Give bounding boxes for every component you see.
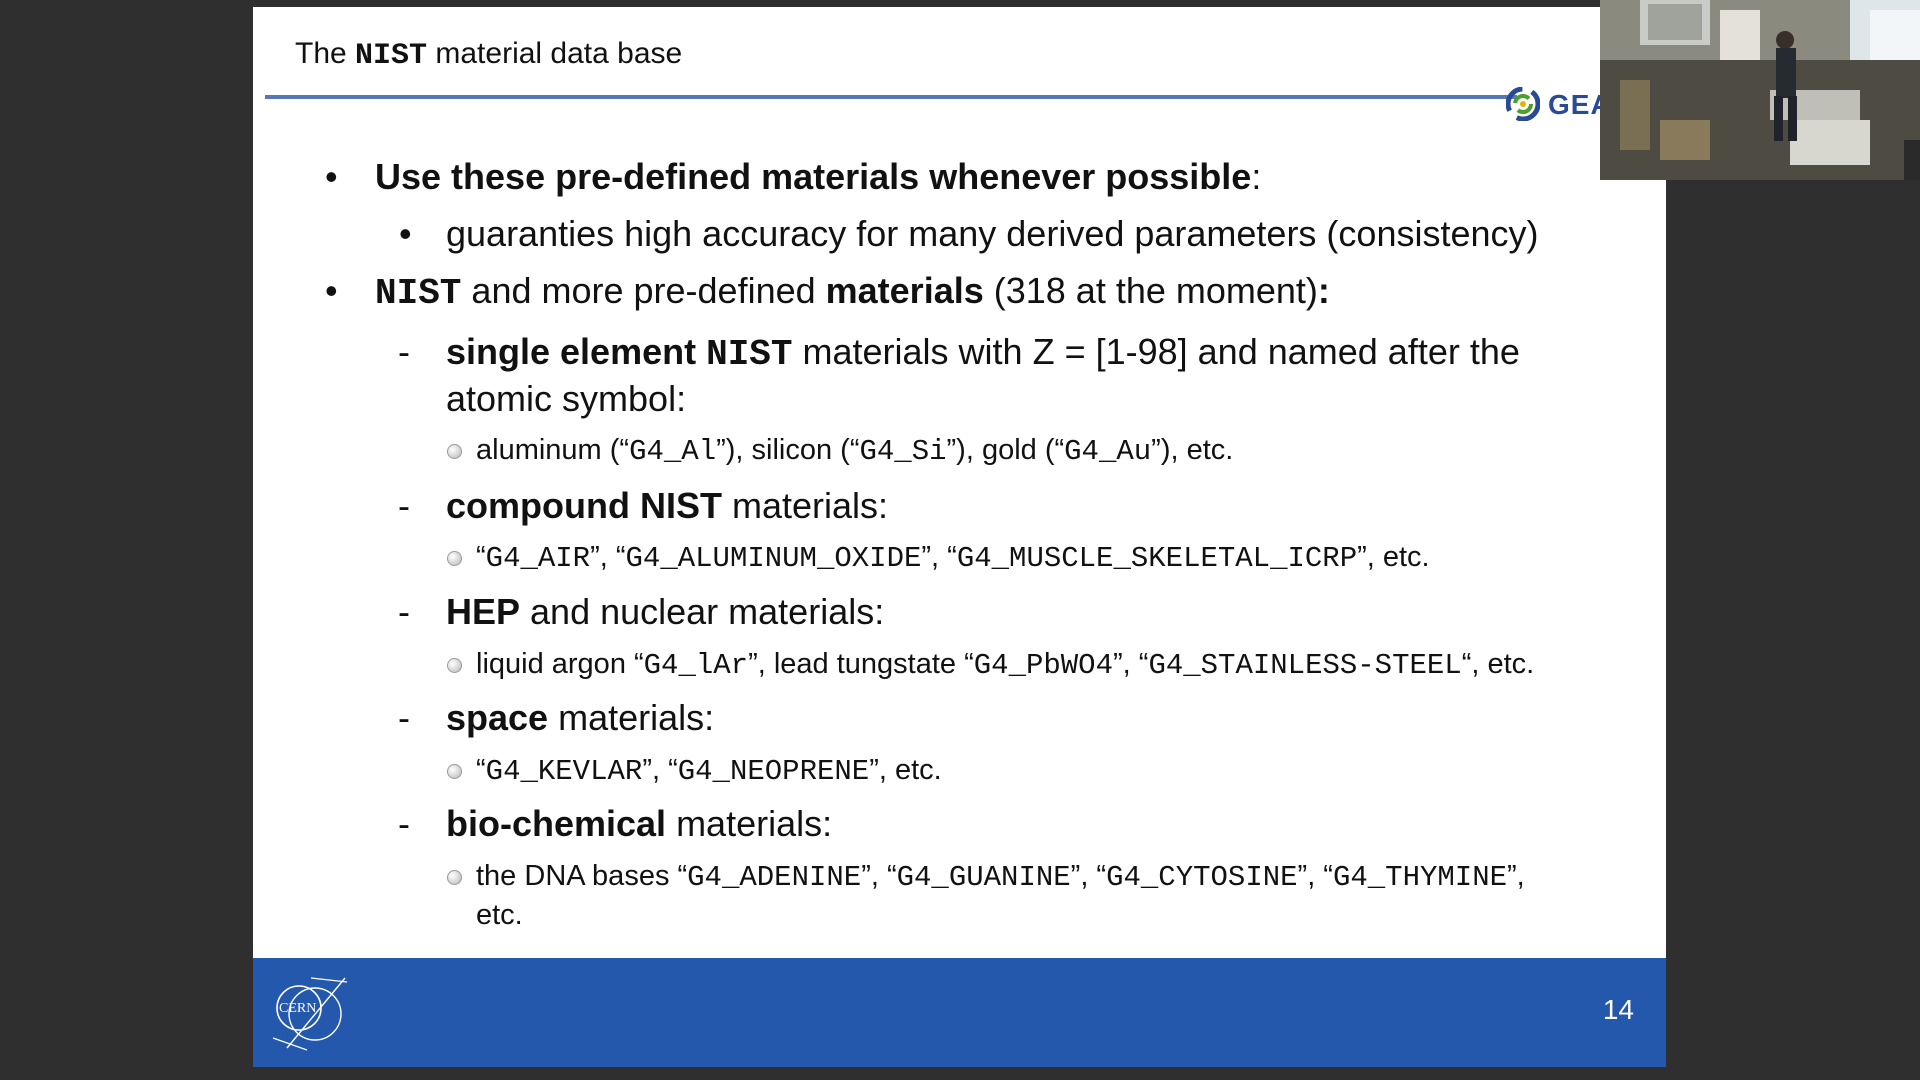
group-5-rest: materials:	[666, 803, 833, 844]
code-part: G4_CYTOSINE	[1106, 861, 1298, 894]
slide-title: The NIST material data base	[295, 37, 682, 73]
group-5-examples: the DNA bases “G4_ADENINE”, “G4_GUANINE”…	[476, 854, 1525, 900]
code-part: G4_Al	[629, 435, 717, 468]
bullet-2-nist: NIST	[375, 273, 462, 314]
circle-bullet-icon	[447, 444, 462, 459]
bullet-1-tail: :	[1251, 156, 1262, 197]
slide-body: • Use these pre-defined materials whenev…	[253, 7, 1666, 1067]
cern-logo-text: CERN	[279, 1001, 316, 1016]
text-part: ”), gold (“	[946, 434, 1065, 466]
bullet-2-tail: (318 at the moment)	[983, 270, 1318, 311]
circle-bullet-icon	[447, 764, 462, 779]
text-part: ”, “	[590, 541, 626, 573]
text-part: ”, “	[642, 754, 678, 786]
dash-marker: -	[398, 485, 410, 526]
group-2-examples: “G4_AIR”, “G4_ALUMINUM_OXIDE”, “G4_MUSCL…	[476, 535, 1430, 581]
bullet-2-colon: :	[1317, 270, 1330, 311]
group-4-examples: “G4_KEVLAR”, “G4_NEOPRENE”, etc.	[476, 748, 942, 794]
text-part: ”, etc.	[1357, 541, 1430, 573]
text-part: ”), etc.	[1151, 434, 1234, 466]
bullet-marker: •	[325, 156, 338, 197]
geant4-swirl-icon	[1506, 87, 1540, 121]
group-2-bold: compound NIST	[446, 485, 722, 526]
text-part: ”, etc.	[869, 754, 942, 786]
code-part: G4_STAINLESS-STEEL	[1148, 649, 1462, 682]
group-1-examples: aluminum (“G4_Al”), silicon (“G4_Si”), g…	[476, 428, 1233, 474]
cern-logo-icon: CERN	[272, 977, 347, 1051]
code-part: G4_THYMINE	[1332, 861, 1507, 894]
group-space: space materials:	[446, 696, 714, 740]
dash-marker: -	[398, 331, 410, 372]
group-5-bold: bio-chemical	[446, 803, 667, 844]
group-single-element: single element NIST materials with Z = […	[446, 330, 1520, 377]
dash-marker: -	[398, 803, 410, 844]
text-part: ”, “	[1113, 648, 1149, 680]
code-part: G4_NEOPRENE	[677, 755, 870, 788]
bullet-2: NIST and more pre-defined materials (318…	[375, 269, 1330, 316]
text-part: “	[476, 754, 486, 786]
text-part: ”, “	[921, 541, 957, 573]
code-part: G4_ALUMINUM_OXIDE	[625, 542, 922, 575]
circle-bullet-icon	[447, 658, 462, 673]
code-part: G4_PbWO4	[973, 649, 1113, 682]
bullet-1-bold: Use these pre-defined materials whenever…	[375, 156, 1252, 197]
text-part: “	[476, 541, 486, 573]
title-divider	[265, 95, 1517, 99]
slide-title-text-end: material data base	[427, 37, 683, 70]
bullet-2-bold: materials	[825, 270, 984, 311]
sub-bullet-marker: •	[399, 213, 412, 254]
bullet-marker: •	[325, 270, 338, 311]
group-1-nist: NIST	[706, 334, 793, 375]
dash-marker: -	[398, 697, 410, 738]
presenter-video-image	[1600, 0, 1920, 180]
group-5-examples-line2: etc.	[476, 899, 523, 931]
group-1-rest: materials with Z = [1-98] and named afte…	[792, 331, 1520, 372]
text-part: aluminum (“	[476, 434, 630, 466]
code-part: G4_Au	[1064, 435, 1152, 468]
code-part: G4_Si	[859, 435, 947, 468]
code-part: G4_lAr	[643, 649, 749, 682]
group-1-rest-line2: atomic symbol:	[446, 378, 687, 419]
page-number: 14	[1602, 994, 1634, 1025]
code-part: G4_KEVLAR	[485, 755, 643, 788]
group-hep: HEP and nuclear materials:	[446, 590, 884, 634]
code-part: G4_AIR	[485, 542, 591, 575]
circle-bullet-icon	[447, 870, 462, 885]
text-part: ”,	[1507, 860, 1525, 892]
code-part: G4_GUANINE	[896, 861, 1071, 894]
slide-title-text: The	[295, 37, 356, 70]
code-part: G4_MUSCLE_SKELETAL_ICRP	[956, 542, 1358, 575]
text-part: ”, “	[1070, 860, 1107, 892]
dash-marker: -	[398, 591, 410, 632]
bullet-1: Use these pre-defined materials whenever…	[375, 155, 1261, 199]
text-part: ”, “	[861, 860, 897, 892]
group-1-bold: single element	[446, 331, 707, 372]
group-compound: compound NIST materials:	[446, 484, 888, 528]
circle-bullet-icon	[447, 551, 462, 566]
text-part: ”), silicon (“	[716, 434, 860, 466]
group-4-rest: materials:	[548, 697, 715, 738]
text-part: the DNA bases “	[476, 860, 688, 892]
code-part: G4_ADENINE	[687, 861, 862, 894]
group-4-bold: space	[446, 697, 549, 738]
text-part: ”, lead tungstate “	[748, 648, 974, 680]
bullet-2-mid: and more pre-defined	[461, 270, 826, 311]
group-3-bold: HEP	[446, 591, 521, 632]
group-3-rest: and nuclear materials:	[520, 591, 885, 632]
presentation-slide: The NIST material data base GEANT4 • Use…	[253, 7, 1666, 1067]
slide-footer: CERN 14	[253, 958, 1666, 1067]
slide-title-nist: NIST	[355, 39, 428, 73]
text-part: ”, “	[1297, 860, 1333, 892]
group-2-rest: materials:	[721, 485, 889, 526]
webcam-overlay	[1600, 0, 1920, 180]
text-part: liquid argon “	[476, 648, 644, 680]
group-3-examples: liquid argon “G4_lAr”, lead tungstate “G…	[476, 642, 1534, 688]
bullet-1-sub: guaranties high accuracy for many derive…	[446, 213, 1539, 254]
group-bio-chemical: bio-chemical materials:	[446, 802, 832, 846]
text-part: “, etc.	[1461, 648, 1535, 680]
